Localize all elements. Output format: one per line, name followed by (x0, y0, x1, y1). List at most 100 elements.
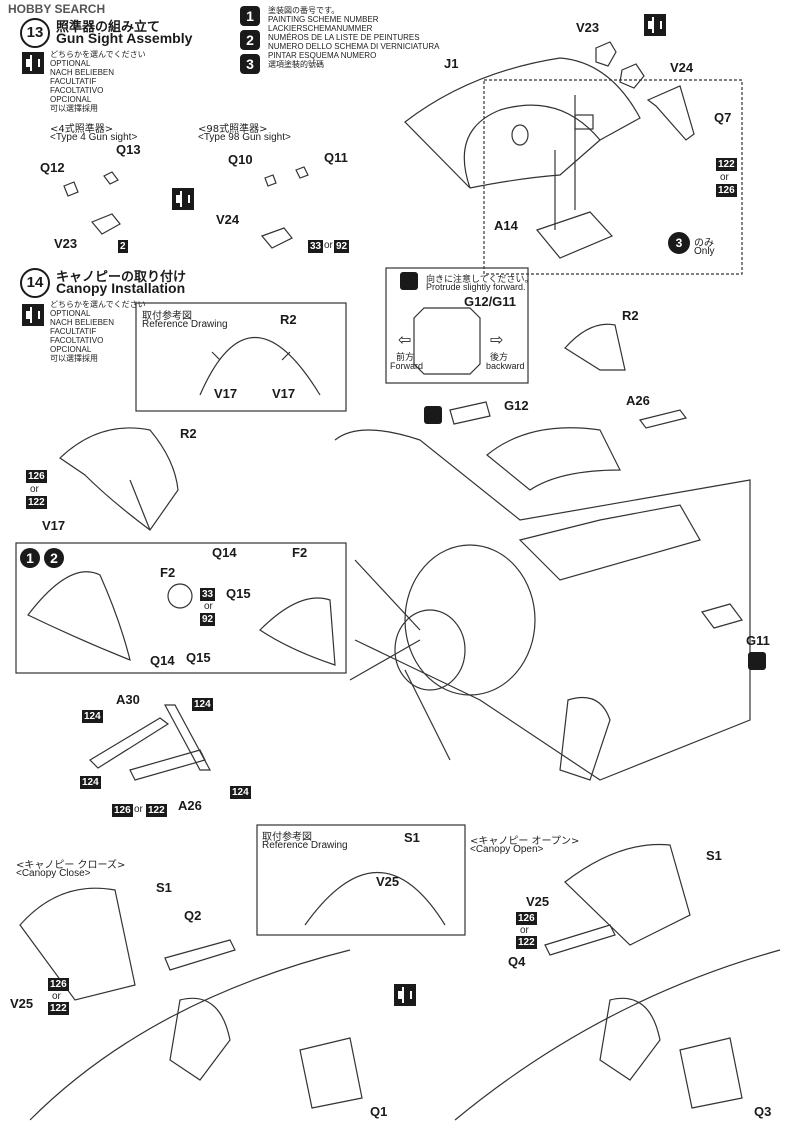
step-14-title-en: Canopy Installation (56, 280, 186, 296)
part-label: R2 (280, 312, 297, 327)
part-label: R2 (180, 426, 197, 441)
type98-title-jp: <98式照準器> (198, 124, 268, 135)
canopy-close-title-jp: <キャノピー クローズ> (16, 860, 126, 871)
paint-legend-line: PAINTING SCHEME NUMBER (268, 15, 379, 24)
type4-title-en: <Type 4 Gun sight> (50, 132, 138, 143)
reference-title-en: Reference Drawing (142, 319, 228, 330)
paint-badge: 126 (26, 470, 47, 483)
part-label: V23 (576, 20, 600, 35)
arrow-left-icon: ⇦ (398, 332, 412, 349)
variant-2-icon: 2 (44, 548, 64, 568)
or-text: or (520, 925, 529, 936)
step-13-number: 13 (20, 18, 50, 48)
step-13-title-jp: 照準器の組み立て (56, 20, 161, 35)
canopy-close-title-en: <Canopy Close> (16, 868, 91, 879)
paint-badge: 126 (48, 978, 69, 991)
paint-legend-line: 選項塗裝的號碼 (268, 60, 324, 69)
paint-legend-line: NUMERO DELLO SCHEMA DI VERNICIATURA (268, 42, 440, 51)
step-14-title-jp: キャノピーの取り付け (56, 270, 187, 285)
step-14-optional: どちらかを選んでください OPTIONAL NACH BELIEBEN FACU… (50, 300, 146, 363)
paint-badge: 122 (26, 496, 47, 509)
paint-legend: 塗装図の番号です。 PAINTING SCHEME NUMBER LACKIER… (268, 6, 439, 69)
part-label: Q14 (212, 545, 237, 560)
or-text: or (30, 484, 39, 495)
paint-badge: 124 (230, 786, 251, 799)
optional-line: OPTIONAL (50, 309, 91, 318)
optional-line: NACH BELIEBEN (50, 68, 115, 77)
part-label: Q1 (370, 1104, 388, 1119)
paint-legend-line: 塗装図の番号です。 (268, 6, 340, 15)
part-label: Q7 (714, 110, 732, 125)
part-label: V24 (670, 60, 694, 75)
optional-line: FACULTATIF (50, 77, 97, 86)
optional-line: 可以選擇採用 (50, 104, 98, 113)
paint-badge: 2 (118, 240, 128, 253)
paint-badge: 33 (200, 588, 216, 601)
part-label: Q3 (754, 1104, 772, 1119)
or-text: or (324, 240, 333, 251)
part-label: S1 (156, 880, 172, 895)
optional-line: FACULTATIF (50, 327, 97, 336)
note-jp: 向きに注意してください。 (426, 275, 534, 285)
part-label: F2 (292, 545, 308, 560)
part-label: G11 (746, 633, 770, 648)
forward-en: Forward (390, 361, 424, 371)
paint-scheme-1-icon: 1 (240, 6, 260, 26)
part-label: V17 (272, 386, 296, 401)
part-label: Q11 (324, 150, 348, 165)
paint-badge: 33 (308, 240, 324, 253)
paint-badge: 126 (516, 912, 537, 925)
part-label: G12 (504, 398, 529, 413)
canopy-ref-title-jp: 取付参考図 (262, 832, 312, 843)
part-label: V25 (376, 874, 400, 889)
step-13-optional: どちらかを選んでください OPTIONAL NACH BELIEBEN FACU… (50, 50, 146, 113)
paint-badge: 124 (80, 776, 101, 789)
part-label: Q13 (116, 142, 141, 157)
paint-scheme-2-icon: 2 (240, 30, 260, 50)
part-label: Q14 (150, 653, 175, 668)
backward-jp: 後方 (490, 353, 509, 363)
optional-line: FACOLTATIVO (50, 336, 104, 345)
part-label: G12/G11 (464, 294, 517, 309)
optional-line: 可以選擇採用 (50, 354, 98, 363)
paint-legend-line: NUMÉROS DE LA LISTE DE PEINTURES (268, 33, 420, 42)
part-label: A30 (116, 692, 140, 707)
part-label: V25 (526, 894, 550, 909)
part-label: S1 (404, 830, 420, 845)
part-label: Q2 (184, 908, 202, 923)
part-label: V25 (10, 996, 34, 1011)
optional-icon (22, 52, 44, 74)
watermark: HOBBY SEARCH (8, 2, 106, 16)
optional-line: FACOLTATIVO (50, 86, 104, 95)
or-text: or (134, 804, 143, 815)
part-label: J1 (444, 56, 459, 71)
part-label: Q12 (40, 160, 65, 175)
paint-legend-line: PINTAR ESQUEMA NUMERO (268, 51, 377, 60)
part-label: A14 (494, 218, 518, 233)
optional-line: NACH BELIEBEN (50, 318, 115, 327)
arrow-right-icon: ⇨ (490, 332, 504, 349)
paint-badge: 122 (146, 804, 167, 817)
optional-line: どちらかを選んでください (50, 50, 146, 59)
part-label: F2 (160, 565, 176, 580)
note-en: Protrude slightly forward. (426, 282, 526, 292)
canopy-open-title-jp: <キャノピー オープン> (470, 836, 580, 847)
type4-title-jp: <4式照準器> (50, 124, 114, 135)
paint-legend-line: LACKIERSCHEMANUMMER (268, 24, 373, 33)
optional-line: どちらかを選んでください (50, 300, 146, 309)
type98-title-en: <Type 98 Gun sight> (198, 132, 291, 143)
paint-badge: 122 (48, 1002, 69, 1015)
part-label: A26 (178, 798, 202, 813)
paint-badge: 124 (82, 710, 103, 723)
paint-badge: 126 (112, 804, 133, 817)
paint-badge: 124 (192, 698, 213, 711)
or-text: or (52, 991, 61, 1002)
part-label: A26 (626, 393, 650, 408)
part-label: R2 (622, 308, 639, 323)
paint-scheme-3-icon: 3 (240, 54, 260, 74)
paint-badge: 122 (716, 158, 737, 171)
part-label: V24 (216, 212, 240, 227)
caution-icon (400, 272, 418, 290)
forward-jp: 前方 (396, 353, 415, 363)
